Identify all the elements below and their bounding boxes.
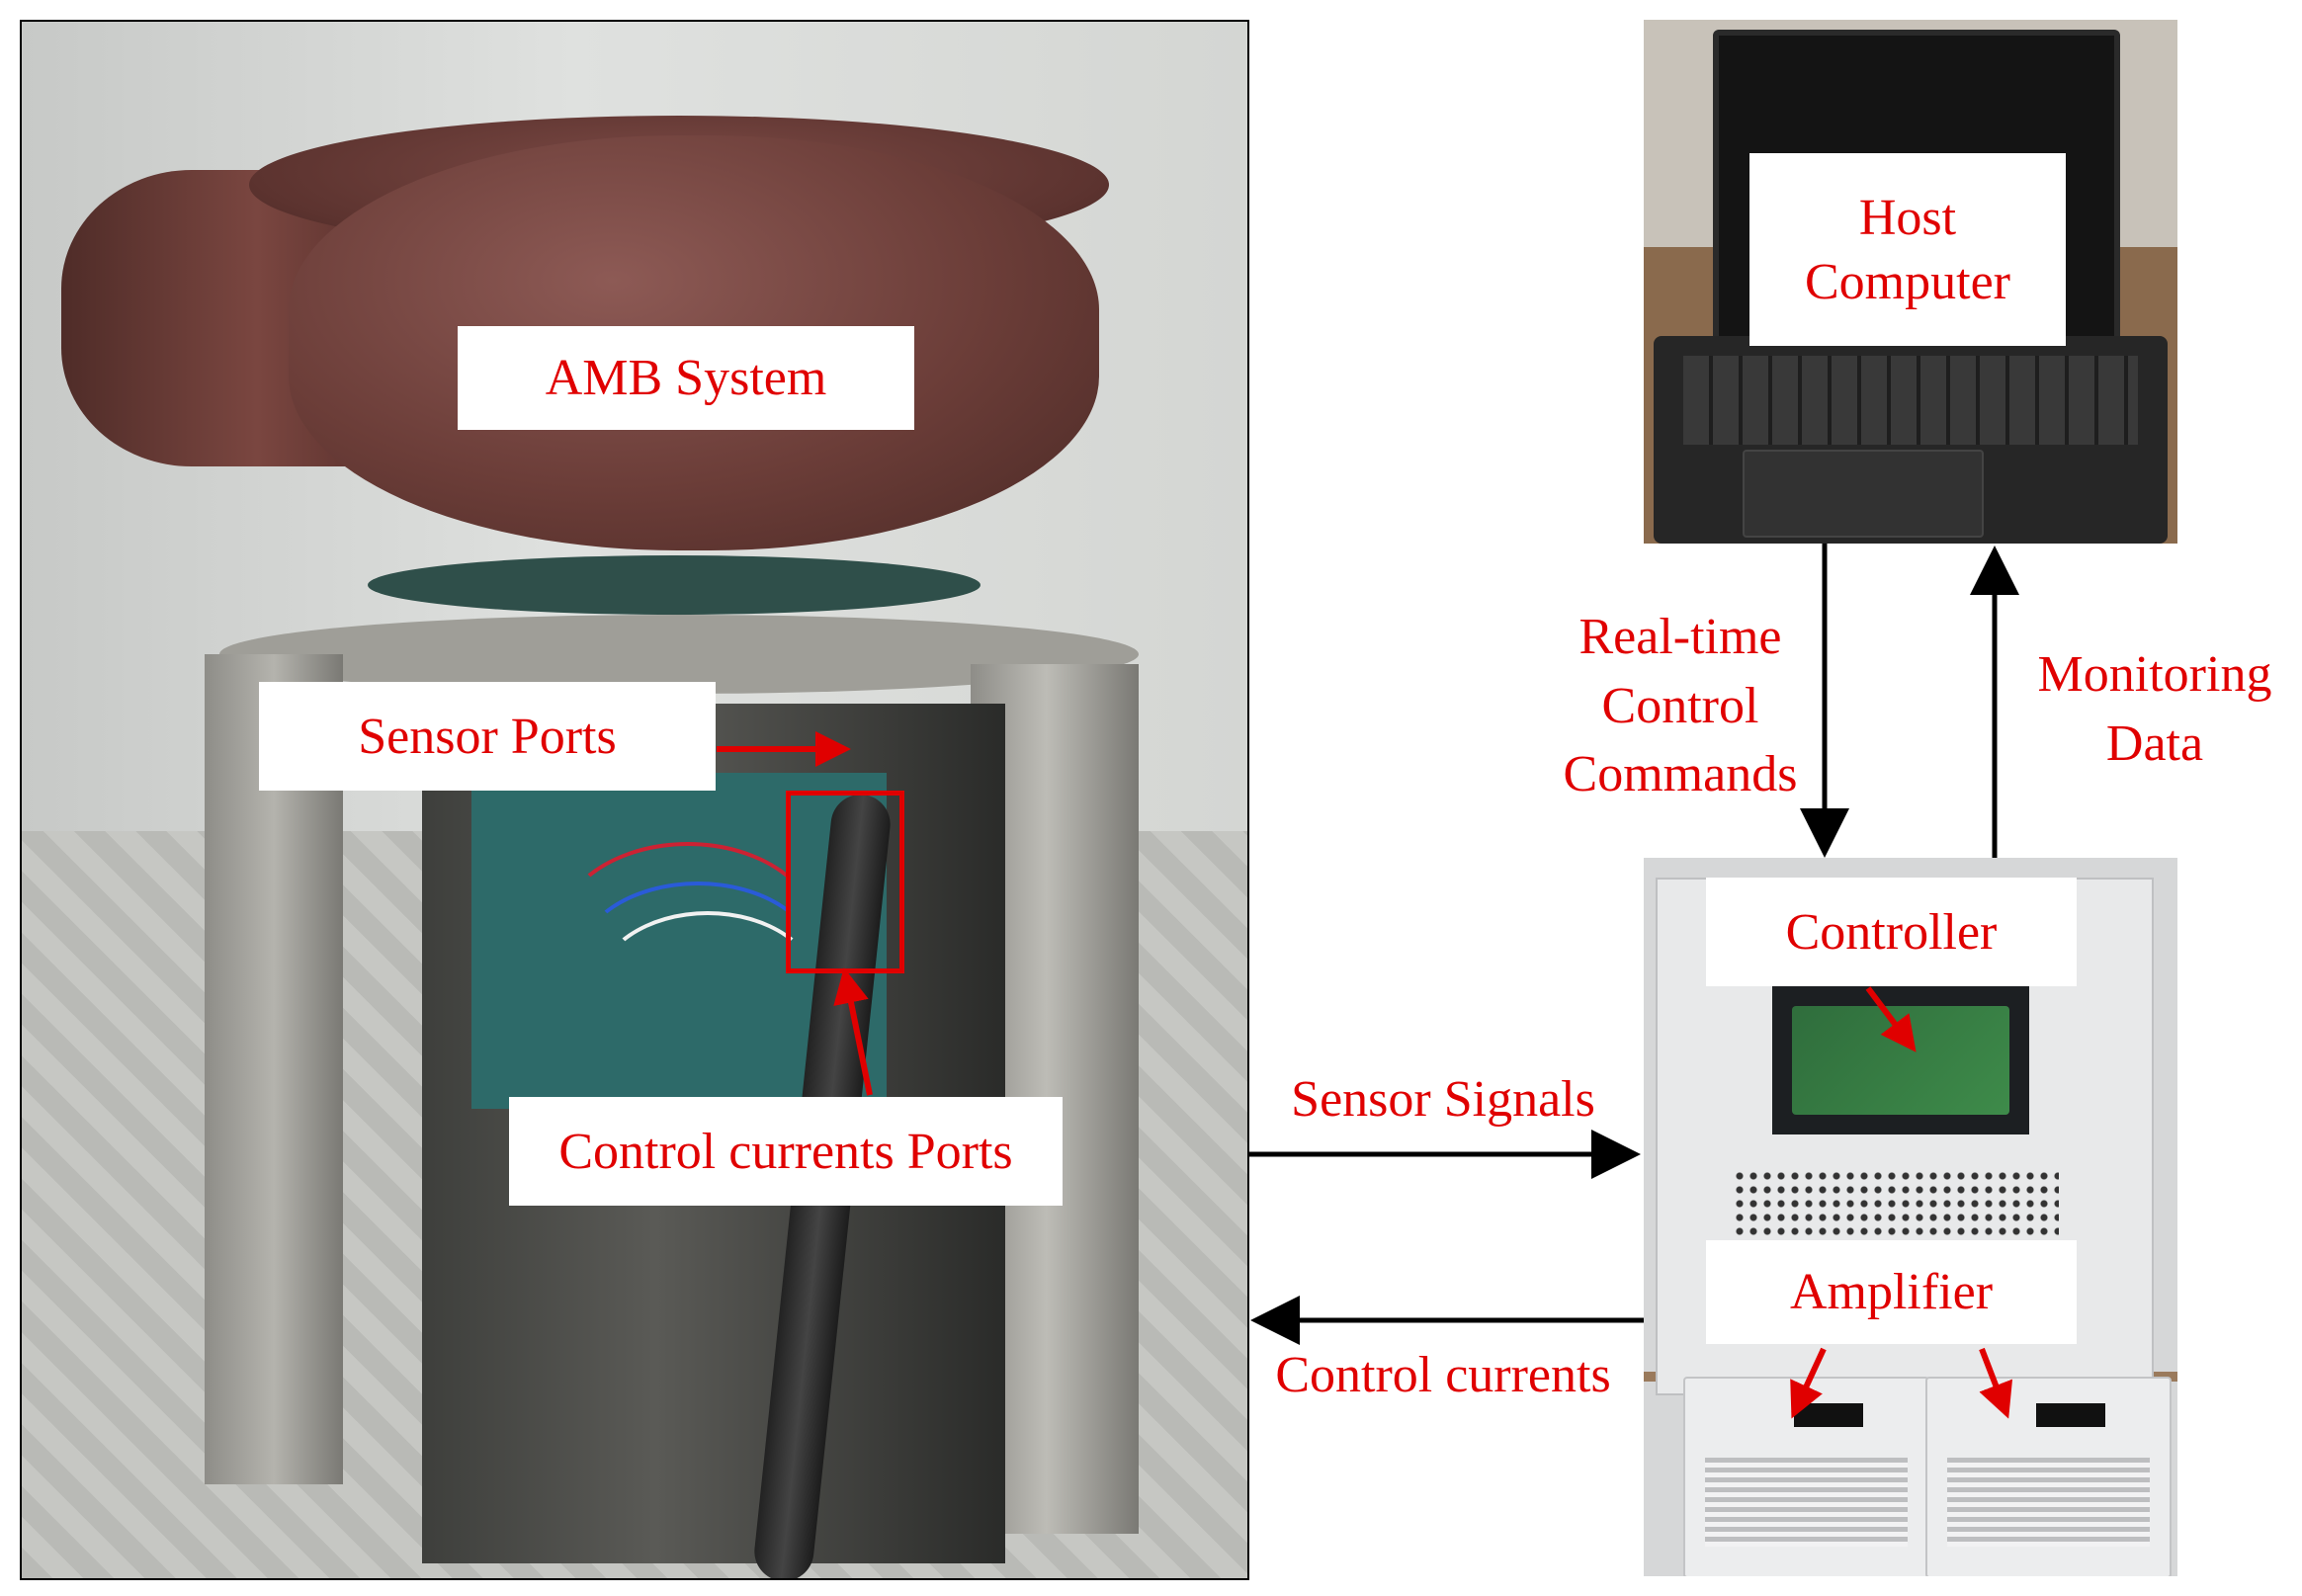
control-currents-ports-text: Control currents Ports <box>558 1123 1013 1180</box>
realtime-text-line3: Commands <box>1563 746 1798 803</box>
wire <box>575 882 820 1048</box>
amplifier-grille <box>1705 1458 1908 1547</box>
realtime-commands-label: Real-time Control Commands <box>1527 603 1833 809</box>
amb-rig-photo <box>20 20 1249 1580</box>
sensor-ports-text: Sensor Ports <box>358 708 617 765</box>
sensor-ports-label: Sensor Ports <box>259 682 716 791</box>
monitoring-text-line1: Monitoring <box>2037 646 2272 703</box>
amplifier-pointer-right <box>1979 1347 2013 1419</box>
controller-text: Controller <box>1785 903 1998 961</box>
amplifier-pointer-left <box>1790 1347 1827 1419</box>
wire <box>595 911 820 1067</box>
sensor-signals-text: Sensor Signals <box>1291 1071 1595 1128</box>
amplifier-label: Amplifier <box>1706 1240 2077 1344</box>
amplifier-unit-right <box>1925 1377 2172 1576</box>
vent-grille <box>1733 1169 2059 1248</box>
mount-ring <box>368 555 980 615</box>
controller-pointer <box>1865 986 1917 1052</box>
control-ports-pointer <box>833 967 873 1096</box>
monitoring-data-label: Monitoring Data <box>2011 640 2298 778</box>
host-computer-label: Host Computer <box>1749 153 2066 346</box>
control-currents-label: Control currents <box>1245 1341 1641 1410</box>
host-computer-text-line2: Computer <box>1805 253 2010 310</box>
realtime-text-line2: Control <box>1601 677 1759 734</box>
amplifier-display <box>2036 1403 2105 1427</box>
touchpad <box>1743 450 1984 538</box>
sensor-signals-label: Sensor Signals <box>1255 1065 1631 1134</box>
amplifier-text: Amplifier <box>1789 1264 1994 1320</box>
controller-label: Controller <box>1706 878 2077 986</box>
realtime-text-line1: Real-time <box>1578 609 1782 665</box>
host-computer-text-line1: Host <box>1858 189 1957 246</box>
monitoring-text-line2: Data <box>2105 714 2204 772</box>
amb-system-text: AMB System <box>545 350 827 406</box>
amb-system-label: AMB System <box>458 326 914 430</box>
frame-leg-left <box>205 654 343 1484</box>
key-rows <box>1683 356 2138 445</box>
control-currents-text: Control currents <box>1275 1347 1611 1403</box>
control-currents-ports-label: Control currents Ports <box>509 1097 1063 1206</box>
amplifier-grille <box>1947 1458 2150 1547</box>
wire <box>555 842 820 1028</box>
